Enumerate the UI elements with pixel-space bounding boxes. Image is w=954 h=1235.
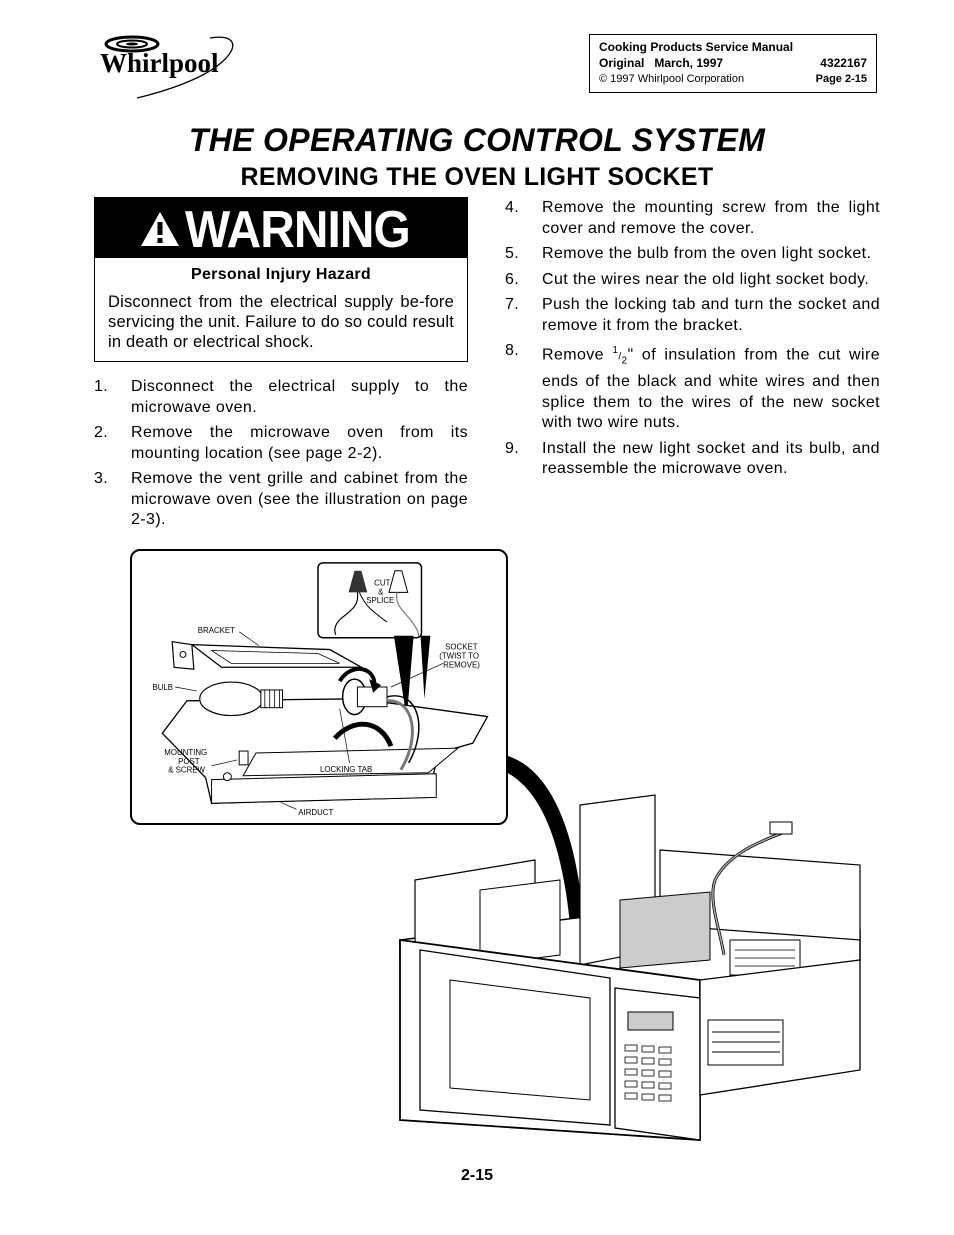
manual-edition: Original March, 1997: [599, 56, 724, 70]
step-item: 9. Install the new light socket and its …: [505, 439, 880, 478]
step-item: 4. Remove the mounting screw from the li…: [505, 199, 880, 237]
svg-text:Whirlpool: Whirlpool: [100, 48, 219, 78]
label-splice: SPLICE: [366, 596, 394, 605]
manual-number: 4322167: [820, 56, 867, 70]
label-socket-twist: (TWIST TO: [439, 651, 479, 660]
step-item: 1. Disconnect the electrical supply to t…: [94, 378, 468, 416]
microwave-oven-drawing: [399, 756, 861, 1141]
whirlpool-logo: Whirlpool: [100, 35, 234, 99]
label-bulb: BULB: [152, 683, 173, 692]
page-ref: Page 2-15: [815, 73, 867, 85]
label-airduct: AIRDUCT: [298, 808, 333, 817]
warning-triangle-icon: [141, 212, 179, 246]
bulb-part: [199, 681, 264, 717]
page-title: THE OPERATING CONTROL SYSTEM: [188, 122, 766, 158]
wire-nut-icon: [388, 570, 409, 593]
hazard-title: Personal Injury Hazard: [191, 266, 371, 283]
plug-icon: [769, 821, 793, 835]
warning-heading: WARNING: [185, 201, 411, 259]
label-post: POST: [178, 757, 200, 766]
manual-info-box: Cooking Products Service Manual Original…: [589, 34, 877, 93]
wire-nut-icon: [348, 570, 368, 593]
light-socket-illustration: CUT & SPLICE BRACKET BULB SOCKET (TWIST …: [130, 549, 508, 825]
step-item: 8. Remove 1/2" of insulation from the cu…: [505, 342, 880, 432]
step-item: 5. Remove the bulb from the oven light s…: [505, 245, 872, 262]
steps-left: 1. Disconnect the electrical supply to t…: [94, 377, 468, 536]
manual-title: Cooking Products Service Manual: [599, 40, 794, 54]
label-bracket: BRACKET: [198, 626, 235, 635]
step-item: 3. Remove the vent grille and cabinet fr…: [94, 470, 468, 528]
label-amp: &: [378, 587, 384, 596]
label-mounting: MOUNTING: [164, 748, 207, 757]
label-screw: & SCREW: [168, 766, 205, 775]
page-number: 2-15: [460, 1167, 494, 1184]
label-cut: CUT: [374, 578, 390, 587]
copyright: © 1997 Whirlpool Corporation: [599, 73, 745, 85]
step-item: 6. Cut the wires near the old light sock…: [505, 270, 870, 288]
step-item: 7. Push the locking tab and turn the soc…: [505, 296, 880, 334]
label-socket: SOCKET: [445, 643, 478, 652]
warning-box: WARNING Personal Injury Hazard Disconnec…: [94, 197, 468, 362]
section-title: REMOVING THE OVEN LIGHT SOCKET: [240, 163, 714, 191]
label-locking-tab: LOCKING TAB: [320, 765, 372, 774]
warning-text: Disconnect from the electrical supply be…: [108, 293, 454, 351]
keypad-icon: [624, 1044, 672, 1102]
steps-right: 4. Remove the mounting screw from the li…: [505, 198, 880, 485]
warning-header: WARNING: [95, 198, 467, 259]
display-icon: [627, 1011, 674, 1031]
step-item: 2. Remove the microwave oven from its mo…: [94, 424, 468, 462]
control-panel: [614, 987, 701, 1141]
label-socket-remove: REMOVE): [443, 660, 480, 669]
